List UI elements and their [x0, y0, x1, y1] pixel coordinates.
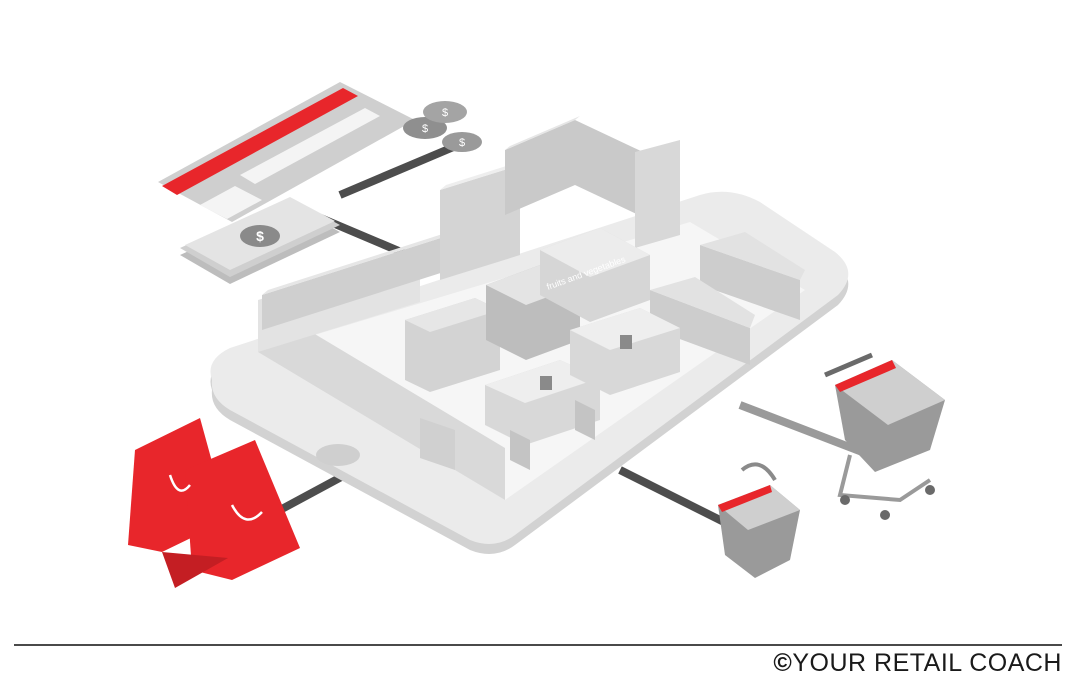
produce-section: fruits and vegetables: [486, 228, 650, 360]
shopping-bag-icon: [128, 418, 300, 588]
copyright-mark: ©: [773, 649, 793, 677]
banknote-icon: $: [180, 197, 340, 284]
checkout-counter-icon: [485, 308, 680, 470]
footer-credit: ©YOUR RETAIL COACH: [773, 649, 1062, 677]
store-illustration: fruits and vegetables $ $ $ $: [128, 82, 945, 588]
shopping-cart-icon: [824, 352, 945, 520]
footer-divider: [14, 644, 1062, 646]
credit-card-icon: [158, 82, 415, 222]
coin-icon: $ $ $: [403, 101, 482, 152]
svg-text:$: $: [256, 228, 264, 244]
credit-text: YOUR RETAIL COACH: [792, 649, 1062, 677]
svg-text:$: $: [459, 137, 465, 149]
svg-text:$: $: [442, 107, 448, 119]
store-shelf-icon: [262, 116, 805, 392]
shopping-basket-icon: [718, 462, 800, 578]
svg-text:$: $: [422, 123, 428, 135]
